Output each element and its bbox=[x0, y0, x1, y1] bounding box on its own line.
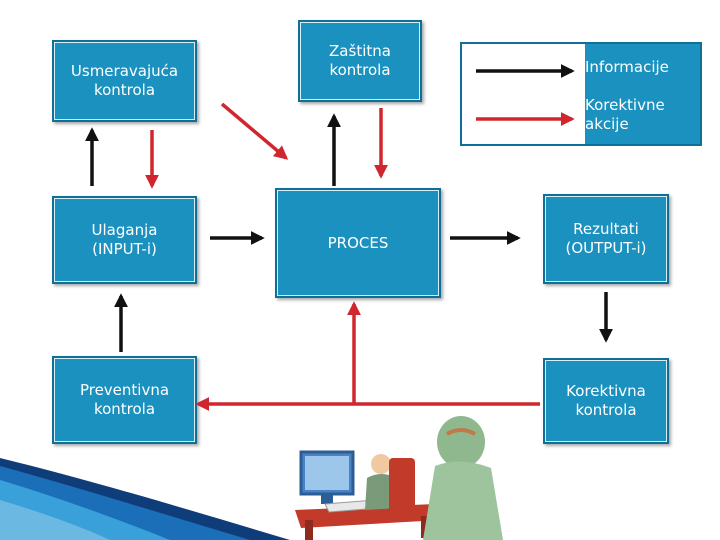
legend-swatches bbox=[462, 44, 583, 144]
protective-control-box: Zaštitna kontrola bbox=[298, 20, 422, 102]
protective-control-label: Zaštitna kontrola bbox=[329, 42, 391, 79]
outputs-label: Rezultati (OUTPUT-i) bbox=[565, 220, 647, 257]
directive-control-label: Usmeravajuća kontrola bbox=[70, 62, 179, 99]
corrective-control-label: Korektivna kontrola bbox=[566, 382, 646, 419]
outputs-box: Rezultati (OUTPUT-i) bbox=[543, 194, 669, 284]
preventive-control-label: Preventivna kontrola bbox=[79, 381, 170, 418]
inputs-label: Ulaganja (INPUT-i) bbox=[91, 221, 158, 258]
legend-corrective-label: Korektivne akcije bbox=[585, 96, 665, 133]
legend-information-label: Informacije bbox=[585, 58, 669, 76]
process-box: PROCES bbox=[275, 188, 441, 298]
legend: Informacije Korektivne akcije bbox=[460, 42, 702, 146]
decorative-corner-swoosh bbox=[0, 458, 290, 540]
inputs-box: Ulaganja (INPUT-i) bbox=[52, 196, 197, 284]
corrective-control-box: Korektivna kontrola bbox=[543, 358, 669, 444]
directive-control-box: Usmeravajuća kontrola bbox=[52, 40, 197, 122]
people-at-computer-illustration bbox=[295, 416, 503, 540]
process-label: PROCES bbox=[327, 233, 389, 252]
arrow-directive-to-process bbox=[220, 102, 289, 160]
preventive-control-box: Preventivna kontrola bbox=[52, 356, 197, 444]
legend-divider bbox=[583, 44, 585, 144]
legend-arrows bbox=[476, 64, 575, 126]
